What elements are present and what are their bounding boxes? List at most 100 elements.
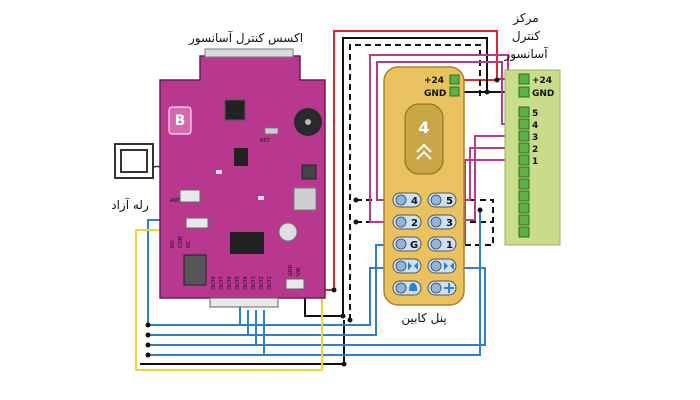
out5-label: OUT5 <box>235 276 241 290</box>
wire-black-common <box>140 320 345 365</box>
cabin-panel: +24 GND 4 4 5 2 3 G <box>383 66 465 306</box>
floor-label-3: 3 <box>532 133 538 143</box>
output-pin-labels: OUT8 OUT7 OUT6 OUT5 OUT4 OUT3 OUT2 OUT1 <box>211 276 273 290</box>
terminal-gnd <box>518 86 530 98</box>
floor-label-4: 4 <box>532 121 538 131</box>
spare-terminal <box>518 190 530 202</box>
floor-button-3[interactable]: 3 <box>427 214 457 230</box>
power-connector <box>285 278 305 290</box>
floor-button-1[interactable]: 1 <box>427 236 457 252</box>
relay-title: رله آزاد <box>111 197 149 213</box>
relay-pin-nc: NC <box>186 240 192 248</box>
spare-terminal <box>518 166 530 178</box>
floor-button-2-label: 2 <box>411 218 418 229</box>
floor-button-5[interactable]: 5 <box>427 192 457 208</box>
out6-label: OUT6 <box>227 276 233 290</box>
door-open-button[interactable] <box>392 258 422 274</box>
regulator <box>293 187 317 211</box>
wire-purple-floor3 <box>460 135 521 221</box>
driver-chip <box>230 232 264 254</box>
floor-button-1-label: 1 <box>446 240 453 251</box>
relay-pin-com: COM <box>178 236 184 248</box>
spare-terminal <box>518 214 530 226</box>
wire-blue-out2 <box>148 310 249 336</box>
wire-blue-out4 <box>148 310 265 356</box>
relay-inner <box>120 149 148 173</box>
out8-label: OUT8 <box>211 276 217 290</box>
wire-blue-cabin-b <box>148 267 393 326</box>
relay-element <box>114 143 154 179</box>
bell-icon <box>409 283 417 291</box>
floor-terminal <box>518 106 530 118</box>
board-logo: B <box>175 113 186 129</box>
up-arrow-icon-2 <box>416 150 432 160</box>
terminal-24v <box>518 73 530 85</box>
led-1 <box>216 170 222 174</box>
floor-terminal-block <box>518 106 530 238</box>
capacitor-1 <box>278 222 298 242</box>
out7-label: OUT7 <box>219 276 225 290</box>
ant-connector <box>179 189 201 203</box>
out4-label: OUT4 <box>243 276 249 290</box>
controller-panel <box>504 69 561 246</box>
floor-terminal <box>518 142 530 154</box>
out3-label: OUT3 <box>251 276 257 290</box>
spare-terminal <box>518 226 530 238</box>
crystal <box>264 127 279 135</box>
small-ic <box>234 148 248 166</box>
floor-button-5-label: 5 <box>446 196 453 207</box>
output-connector <box>209 297 279 308</box>
floor-button-3-label: 3 <box>446 218 453 229</box>
reset-label: RST <box>260 138 271 144</box>
floor-label-2: 2 <box>532 145 538 155</box>
controller-title-line3: آسانسور <box>503 46 548 62</box>
terminal-gnd-label: GND <box>532 89 554 99</box>
wire-blue-cabin-c <box>148 267 486 346</box>
emergency-button[interactable] <box>427 280 457 296</box>
controller-title-line2: کنترل <box>512 29 541 44</box>
plus-icon <box>444 283 454 293</box>
up-arrow-icon <box>416 143 432 153</box>
spare-terminal <box>518 202 530 214</box>
relay-connector <box>185 217 209 229</box>
access-board-title: اکسس کنترل آسانسور <box>188 30 303 46</box>
elevator-controller: +24 GND 5 4 3 2 1 <box>504 69 561 246</box>
board-antenna-strip <box>204 48 294 58</box>
controller-title-line1: مرکز <box>512 11 538 26</box>
buzzer-center <box>305 119 311 125</box>
alarm-button[interactable] <box>392 280 422 296</box>
floor-button-2[interactable]: 2 <box>392 214 422 230</box>
door-open-icon <box>408 262 418 270</box>
door-close-icon <box>444 262 454 270</box>
out1-label: OUT1 <box>267 276 273 290</box>
floor-button-g[interactable]: G <box>392 236 422 252</box>
vin-pin-label: VIN <box>296 267 302 276</box>
ant-label: ANT <box>170 198 181 204</box>
cabin-terminal-gnd <box>449 86 460 97</box>
mcu-chip <box>224 99 246 121</box>
floor-label-1: 1 <box>532 157 538 167</box>
floor-label-5: 5 <box>532 109 538 119</box>
board-logo-box <box>168 106 192 135</box>
gnd-pin-label: GND <box>288 264 294 276</box>
cabin-panel-title: پنل کابین <box>401 311 446 326</box>
module-block <box>183 254 207 286</box>
floor-display <box>404 103 444 175</box>
relay-pin-no: NO <box>170 240 176 248</box>
door-close-button[interactable] <box>427 258 457 274</box>
wire-blue-cabin-d <box>148 210 481 356</box>
led-2 <box>258 196 264 200</box>
terminal-24v-label: +24 <box>532 76 552 86</box>
floor-button-g-label: G <box>410 240 418 251</box>
floor-terminal <box>518 130 530 142</box>
out2-label: OUT2 <box>259 276 265 290</box>
wire-black-dashed-outer <box>349 44 481 320</box>
spare-terminal <box>518 178 530 190</box>
access-control-board: B RST ANT NO COM NC OUT8 OUT7 OUT6 OUT5 … <box>159 48 326 308</box>
cabin-terminal-24v <box>449 74 460 85</box>
floor-button-4-label: 4 <box>411 196 418 207</box>
cabin-24v-label: +24 <box>424 76 444 86</box>
floor-button-4[interactable]: 4 <box>392 192 422 208</box>
floor-terminal <box>518 154 530 166</box>
